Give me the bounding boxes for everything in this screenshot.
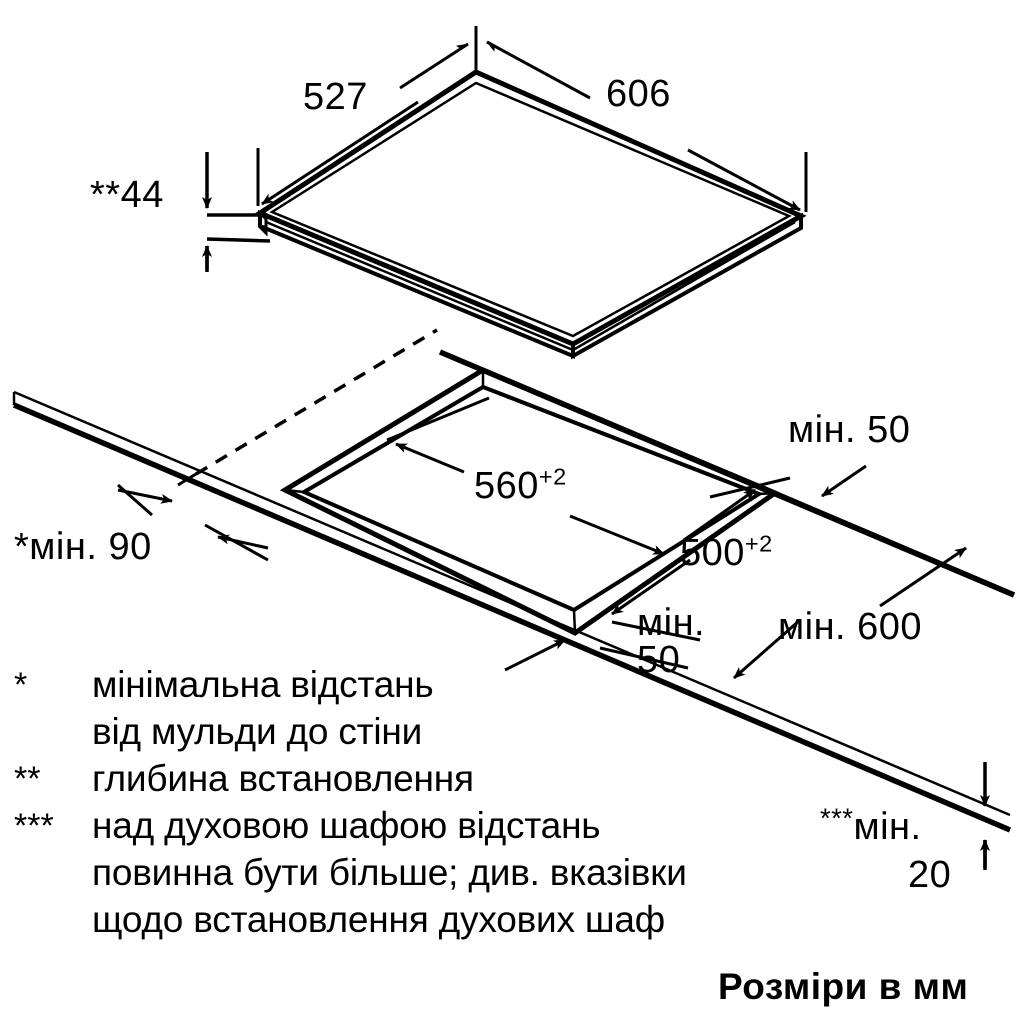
legend-row: *** над духовою шафою відстань bbox=[14, 805, 914, 852]
legend-marker: *** bbox=[14, 807, 54, 845]
legend-text: глибина встановлення bbox=[92, 758, 474, 799]
projection-dashed bbox=[195, 328, 438, 476]
units-note: Розміри в мм bbox=[718, 966, 969, 1007]
dim-606 bbox=[474, 26, 808, 212]
dim-90-arrow-a bbox=[117, 488, 173, 504]
projection-lines bbox=[177, 328, 438, 487]
dim-min-50-rear bbox=[821, 464, 867, 498]
dim-50-side-ext bbox=[599, 646, 689, 670]
legend: * мінімальна відстань від мульди до стін… bbox=[14, 664, 914, 946]
dim-560-arrow-a bbox=[395, 442, 465, 474]
dim-44 bbox=[202, 152, 271, 272]
hob-body bbox=[254, 69, 807, 360]
dim-label-500-tol: +2 bbox=[744, 530, 773, 557]
legend-marker: * bbox=[14, 666, 28, 704]
dim-527-leader-b bbox=[399, 42, 469, 90]
dim-label-min-20-value: 20 bbox=[908, 854, 952, 896]
legend-row: щодо встановлення духових шаф bbox=[14, 899, 914, 946]
dim-560-arrow-b bbox=[569, 514, 665, 556]
worktop bbox=[12, 349, 1016, 833]
dim-500-arrow-b bbox=[611, 558, 691, 616]
dim-50-rear-arrow bbox=[821, 464, 867, 498]
dim-label-560: 560+2 bbox=[474, 465, 567, 507]
dim-label-560-value: 560 bbox=[474, 465, 539, 507]
dim-label-min-90: *мін. 90 bbox=[14, 526, 152, 568]
worktop-rear-left-edge-thin bbox=[13, 390, 293, 512]
dim-90-ext-a bbox=[117, 483, 153, 517]
dim-label-min-50-rear: мін. 50 bbox=[788, 409, 911, 451]
legend-marker: ** bbox=[14, 760, 41, 798]
dim-606-leader-b bbox=[687, 148, 801, 212]
dim-44-ext-bot bbox=[206, 237, 271, 243]
legend-row: повинна бути більше; див. вказівки bbox=[14, 852, 914, 899]
worktop-rear-left-edge bbox=[12, 402, 302, 530]
hob-top-bevel bbox=[269, 81, 792, 338]
dim-90-arrow-b bbox=[217, 534, 269, 550]
cutout-inner-riser bbox=[284, 370, 776, 634]
worktop-front-right-edge bbox=[298, 524, 1012, 833]
legend-row: * мінімальна відстань bbox=[14, 664, 914, 711]
dim-label-500-value: 500 bbox=[680, 532, 745, 574]
projection-solid-short bbox=[177, 472, 197, 487]
dim-560-ext-a bbox=[386, 396, 490, 442]
dim-50-side-arrow bbox=[504, 638, 566, 672]
dim-label-560-tol: +2 bbox=[538, 463, 567, 490]
hob-lip-right bbox=[572, 220, 796, 352]
dim-606-leader-a bbox=[486, 40, 591, 100]
dim-min-600 bbox=[733, 546, 967, 680]
dim-600-arrow-up bbox=[879, 546, 967, 608]
legend-text: повинна бути більше; див. вказівки bbox=[92, 852, 687, 893]
dim-label-min-50-side-line1: мін. bbox=[637, 602, 706, 644]
dim-label-500: 500+2 bbox=[680, 532, 773, 574]
dim-527-leader-a bbox=[261, 100, 419, 206]
legend-text: щодо встановлення духових шаф bbox=[92, 899, 666, 940]
dim-min-50-side bbox=[504, 638, 689, 672]
worktop-front-right-edge-thin bbox=[291, 508, 1011, 817]
dim-500-ext-b bbox=[611, 620, 701, 642]
hob-lip-left bbox=[265, 220, 574, 352]
legend-row: від мульди до стіни bbox=[14, 711, 914, 758]
dim-label-min-20-stars: *** bbox=[820, 802, 854, 834]
dim-label-527: 527 bbox=[303, 76, 368, 118]
dim-500 bbox=[611, 476, 791, 642]
dim-560 bbox=[386, 396, 665, 556]
legend-text: мінімальна відстань bbox=[92, 664, 434, 705]
legend-text: над духовою шафою відстань bbox=[92, 805, 601, 846]
worktop-rear-right-edge-cont bbox=[758, 484, 1016, 598]
dim-label-min-20-line1: ***мін. bbox=[820, 804, 922, 848]
legend-row: ** глибина встановлення bbox=[14, 758, 914, 805]
dim-label-min-20-min: мін. bbox=[853, 806, 922, 848]
dim-600-arrow-down bbox=[733, 618, 801, 680]
dim-label-44: **44 bbox=[90, 174, 164, 216]
dim-500-arrow-a bbox=[683, 488, 756, 542]
dim-500-ext-a bbox=[709, 476, 791, 499]
dim-min-90 bbox=[117, 483, 269, 562]
dim-label-min-50-side-line2: 50 bbox=[637, 639, 681, 681]
legend-text: від мульди до стіни bbox=[92, 711, 423, 752]
dim-label-606: 606 bbox=[606, 73, 671, 115]
dim-label-min-600: мін. 600 bbox=[778, 606, 923, 648]
